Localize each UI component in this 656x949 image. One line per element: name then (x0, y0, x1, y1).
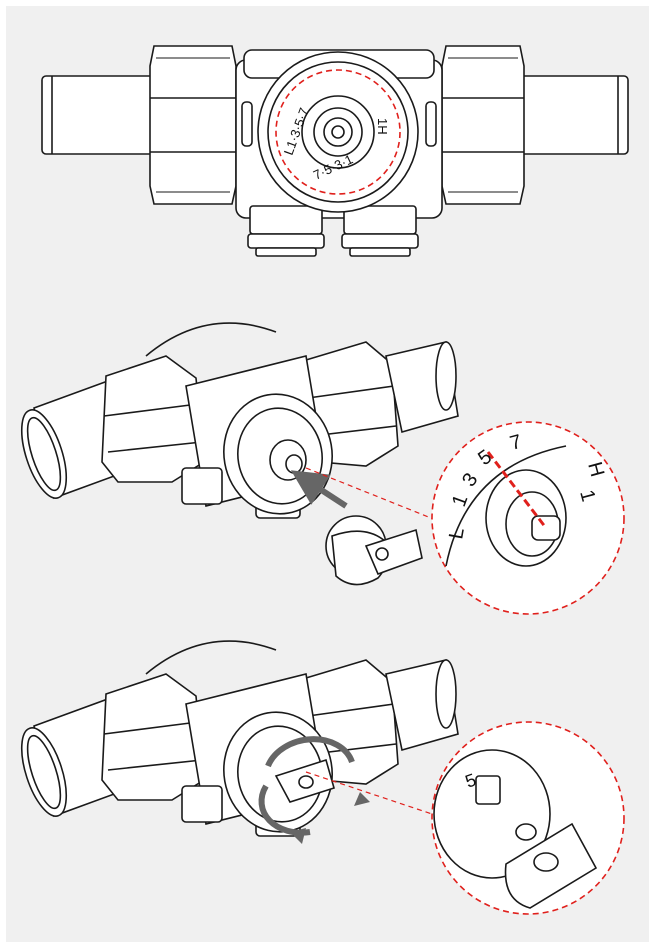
valve-illustration: L1·3·5·7 1H 7·5·3·1 (20, 45, 629, 915)
zoom-mark-L: L (445, 526, 469, 541)
valve-perspective-1 (20, 322, 459, 519)
valve-perspective-2 (20, 640, 459, 837)
highlight-ring (275, 69, 401, 195)
selection-line (486, 451, 548, 529)
push-arrow-icon (290, 470, 348, 509)
key-icon (325, 515, 423, 586)
zoom-mark-1H-1: 1 (575, 488, 599, 504)
zoom-dial (445, 445, 567, 567)
rotate-arrows-icon (258, 736, 370, 844)
zoom-mark-1H-H: H (583, 460, 608, 480)
valve-front-view (41, 45, 629, 257)
illustration-frame: L1·3·5·7 1H 7·5·3·1 (6, 6, 649, 942)
dial-right-label: 1H (375, 118, 390, 135)
zoom-key (433, 749, 598, 909)
zoom-mark-7: 7 (508, 431, 524, 455)
